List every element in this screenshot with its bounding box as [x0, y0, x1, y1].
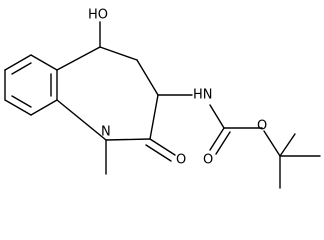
amide-nitrogen-label: HN: [193, 88, 213, 103]
lactam-oxygen-label: O: [176, 153, 186, 168]
ring-nitrogen-label: N: [101, 125, 111, 140]
carbamate-chain: [157, 94, 263, 155]
azepine-ring: [56, 46, 159, 141]
ester-oxygen-label: O: [257, 119, 267, 134]
carbonyl-oxygen-label: O: [203, 153, 213, 168]
tert-butyl-group: [263, 130, 321, 189]
hydroxyl-label: HO: [88, 8, 108, 23]
structure-canvas: HO N O HN O O: [4, 7, 321, 189]
molecule-drawing: HO N O HN O O: [4, 8, 321, 189]
lactam-carbonyl-bond: [145, 138, 176, 162]
benzene-ring: [4, 54, 58, 116]
